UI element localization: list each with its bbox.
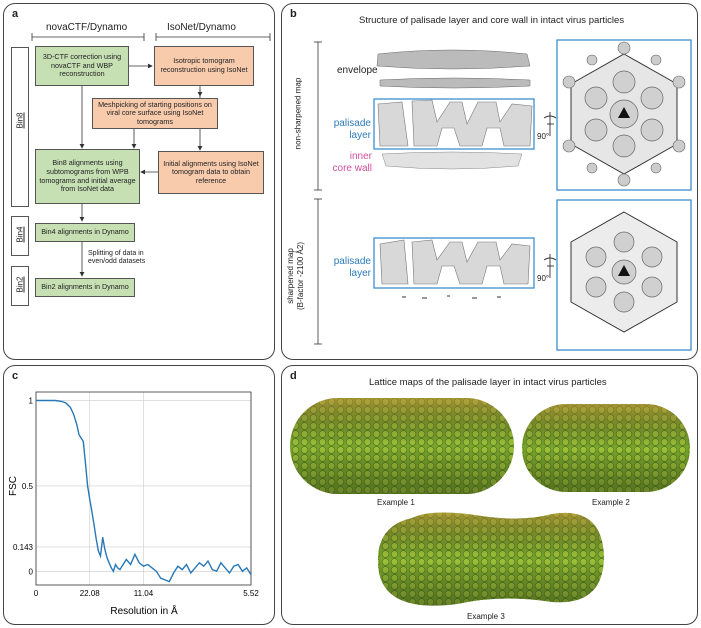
label-layer-top: layer xyxy=(349,129,371,141)
panel-d: d Lattice maps of the palisade layer in … xyxy=(281,365,698,625)
label-inner: inner xyxy=(349,151,372,162)
panel-b-label: b xyxy=(290,8,297,20)
fsc-chart: 1 0.5 0.143 0 0 22.08 11.04 5.52 FSC Resolution… xyxy=(8,391,259,617)
bin4-frame xyxy=(11,216,29,256)
side-label-sharpened-2: (B-factor -2100 Å2) xyxy=(296,241,305,311)
lattice-example-1 xyxy=(290,398,514,494)
fsc-xlabel: Resolution in Å xyxy=(110,604,178,617)
fsc-ytick-label: 0.5 xyxy=(22,482,34,491)
topview-map-top xyxy=(562,41,686,187)
bin2-frame xyxy=(11,266,29,306)
label-palisade-top: palisade layer xyxy=(333,118,371,141)
side-label-nonsharpened: non-sharpened map xyxy=(293,77,303,150)
box-bin8-alignments: Bin8 alignments using subtomograms from … xyxy=(35,149,140,204)
label-core-wall: core wall xyxy=(332,162,372,174)
label-palisade-top-1: palisade xyxy=(333,118,371,129)
rotate-label-bottom: 90° xyxy=(537,274,550,283)
fsc-ytick-label: 1 xyxy=(29,397,34,406)
caption-example-1: Example 1 xyxy=(377,498,415,507)
rotate-icon-bottom xyxy=(543,254,557,278)
palisade-map-bottom xyxy=(379,239,531,285)
col-right-header: IsoNet/Dynamo xyxy=(167,22,236,33)
envelope-map xyxy=(376,49,531,89)
core-wall-map xyxy=(381,151,523,170)
label-palisade-bottom-1: palisade xyxy=(333,256,371,267)
fsc-ylabel: FSC xyxy=(8,476,19,496)
box-isotropic-reconstruction: Isotropic tomogram reconstruction using … xyxy=(154,46,254,86)
bin2-label: Bin2 xyxy=(15,276,25,293)
bin4-label: Bin4 xyxy=(15,226,25,243)
panel-d-title: Lattice maps of the palisade layer in in… xyxy=(369,377,607,388)
panel-a-connectors xyxy=(31,33,271,277)
side-label-sharpened-1: sharpened map xyxy=(286,248,295,304)
label-envelope: envelope xyxy=(337,65,378,76)
panel-c: c 1 0.5 0.143 0 0 22.08 11.04 5.52 FSC Resoluti… xyxy=(3,365,275,625)
split-text: Splitting of data in even/odd datasets xyxy=(88,250,146,266)
rotate-label-top: 90° xyxy=(537,132,550,141)
label-inner-core-wall: inner core wall xyxy=(324,151,372,174)
panel-d-label: d xyxy=(290,370,297,382)
topview-frame-bottom xyxy=(556,199,692,351)
fsc-grid xyxy=(35,392,252,585)
box-initial-alignments: Initial alignments using IsoNet tomogram… xyxy=(158,151,264,194)
topview-frame-top xyxy=(556,39,692,191)
fsc-xtick-label: 5.52 xyxy=(243,589,259,598)
panel-a-label: a xyxy=(12,8,19,20)
bin8-frame xyxy=(11,47,29,207)
fsc-ytick-label: 0.143 xyxy=(13,543,34,552)
box-meshpicking: Meshpicking of starting positions on vir… xyxy=(92,98,218,129)
fsc-ytick-label: 0 xyxy=(29,567,34,576)
bottom-fragments xyxy=(402,295,501,299)
palisade-map-top xyxy=(377,99,533,147)
fsc-ticks: 1 0.5 0.143 0 0 22.08 11.04 5.52 xyxy=(13,397,259,598)
panel-a: a novaCTF/Dynamo IsoNet/Dynamo Bin8 Bin4… xyxy=(3,3,275,360)
box-ctf-correction: 3D-CTF correction using novaCTF and WBP … xyxy=(35,46,129,86)
col-left-header: novaCTF/Dynamo xyxy=(46,22,128,33)
panel-c-label: c xyxy=(12,370,19,382)
lattice-maps xyxy=(290,398,690,606)
panel-b-brackets xyxy=(314,39,692,351)
fsc-xtick-label: 22.08 xyxy=(80,589,101,598)
box-bin4-alignments: Bin4 alignments in Dynamo xyxy=(35,223,135,242)
caption-example-2: Example 2 xyxy=(592,498,630,507)
rotate-icon-top xyxy=(543,112,557,136)
side-label-sharpened: sharpened map (B-factor -2100 Å2) xyxy=(286,226,306,326)
label-palisade-bottom: palisade layer xyxy=(333,256,371,279)
lattice-example-2 xyxy=(522,404,690,492)
panel-b: b Structure of palisade layer and core w… xyxy=(281,3,698,360)
lattice-example-3 xyxy=(377,512,604,606)
box-bin2-alignments: Bin2 alignments in Dynamo xyxy=(35,278,135,297)
bin8-label: Bin8 xyxy=(15,112,25,129)
caption-example-3: Example 3 xyxy=(467,612,505,621)
fsc-xtick-label: 0 xyxy=(34,589,39,598)
label-layer-bottom: layer xyxy=(349,267,371,279)
topview-map-bottom xyxy=(570,211,678,333)
panel-b-title: Structure of palisade layer and core wal… xyxy=(359,15,625,26)
fsc-xtick-label: 11.04 xyxy=(134,589,154,598)
palisade-frame-top xyxy=(373,98,535,150)
fsc-series-line xyxy=(36,399,252,583)
fsc-plot-frame xyxy=(35,391,252,586)
palisade-frame-bottom xyxy=(373,237,535,289)
